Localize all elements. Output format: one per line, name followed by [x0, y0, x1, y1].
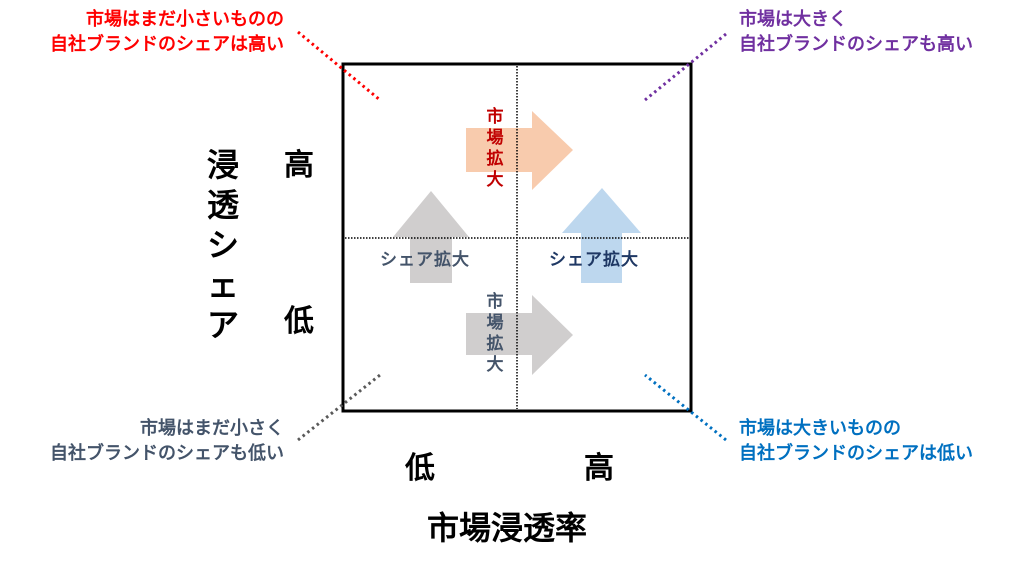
y-axis-low-label: 低 — [284, 304, 314, 339]
market-expand-label-bottom: 市場拡大 — [486, 292, 504, 375]
bottom-left-leader — [297, 373, 381, 442]
bottom-right-annotation-line1: 市場は大きいものの — [739, 418, 901, 439]
top-left-annotation: 市場はまだ小さいものの 自社ブランドのシェアは高い — [50, 7, 284, 57]
share-expand-label-right: シェア拡大 — [549, 250, 639, 270]
top-right-annotation-line1: 市場は大きく — [739, 9, 847, 30]
bottom-right-annotation: 市場は大きいものの 自社ブランドのシェアは低い — [739, 416, 973, 466]
top-right-leader — [644, 32, 727, 102]
x-axis-low-label: 低 — [405, 451, 435, 486]
y-axis-title: 浸透シェア — [206, 146, 239, 344]
x-axis-title: 市場浸透率 — [427, 509, 588, 547]
market-expand-arrow-top — [466, 111, 573, 190]
matrix-frame — [341, 62, 693, 413]
top-left-leader — [297, 30, 381, 102]
share-expand-label-left: シェア拡大 — [380, 250, 470, 270]
x-axis-high-label: 高 — [584, 451, 614, 486]
market-expand-arrow-bottom — [466, 295, 573, 375]
share-expand-arrow-left — [393, 191, 469, 283]
top-right-annotation: 市場は大きく 自社ブランドのシェアも高い — [739, 7, 973, 57]
top-left-annotation-line1: 市場はまだ小さいものの — [86, 9, 284, 30]
top-right-annotation-line2: 自社ブランドのシェアも高い — [739, 34, 973, 55]
market-expand-label-top: 市場拡大 — [486, 107, 504, 190]
top-left-annotation-line2: 自社ブランドのシェアは高い — [50, 34, 284, 55]
y-axis-high-label: 高 — [284, 148, 314, 183]
bottom-left-annotation: 市場はまだ小さく 自社ブランドのシェアも低い — [50, 416, 284, 466]
share-expand-arrow-right — [562, 188, 641, 283]
bottom-right-leader — [644, 373, 727, 442]
bottom-left-annotation-line2: 自社ブランドのシェアも低い — [50, 443, 284, 464]
bottom-right-annotation-line2: 自社ブランドのシェアは低い — [739, 443, 973, 464]
bottom-left-annotation-line1: 市場はまだ小さく — [140, 418, 284, 439]
